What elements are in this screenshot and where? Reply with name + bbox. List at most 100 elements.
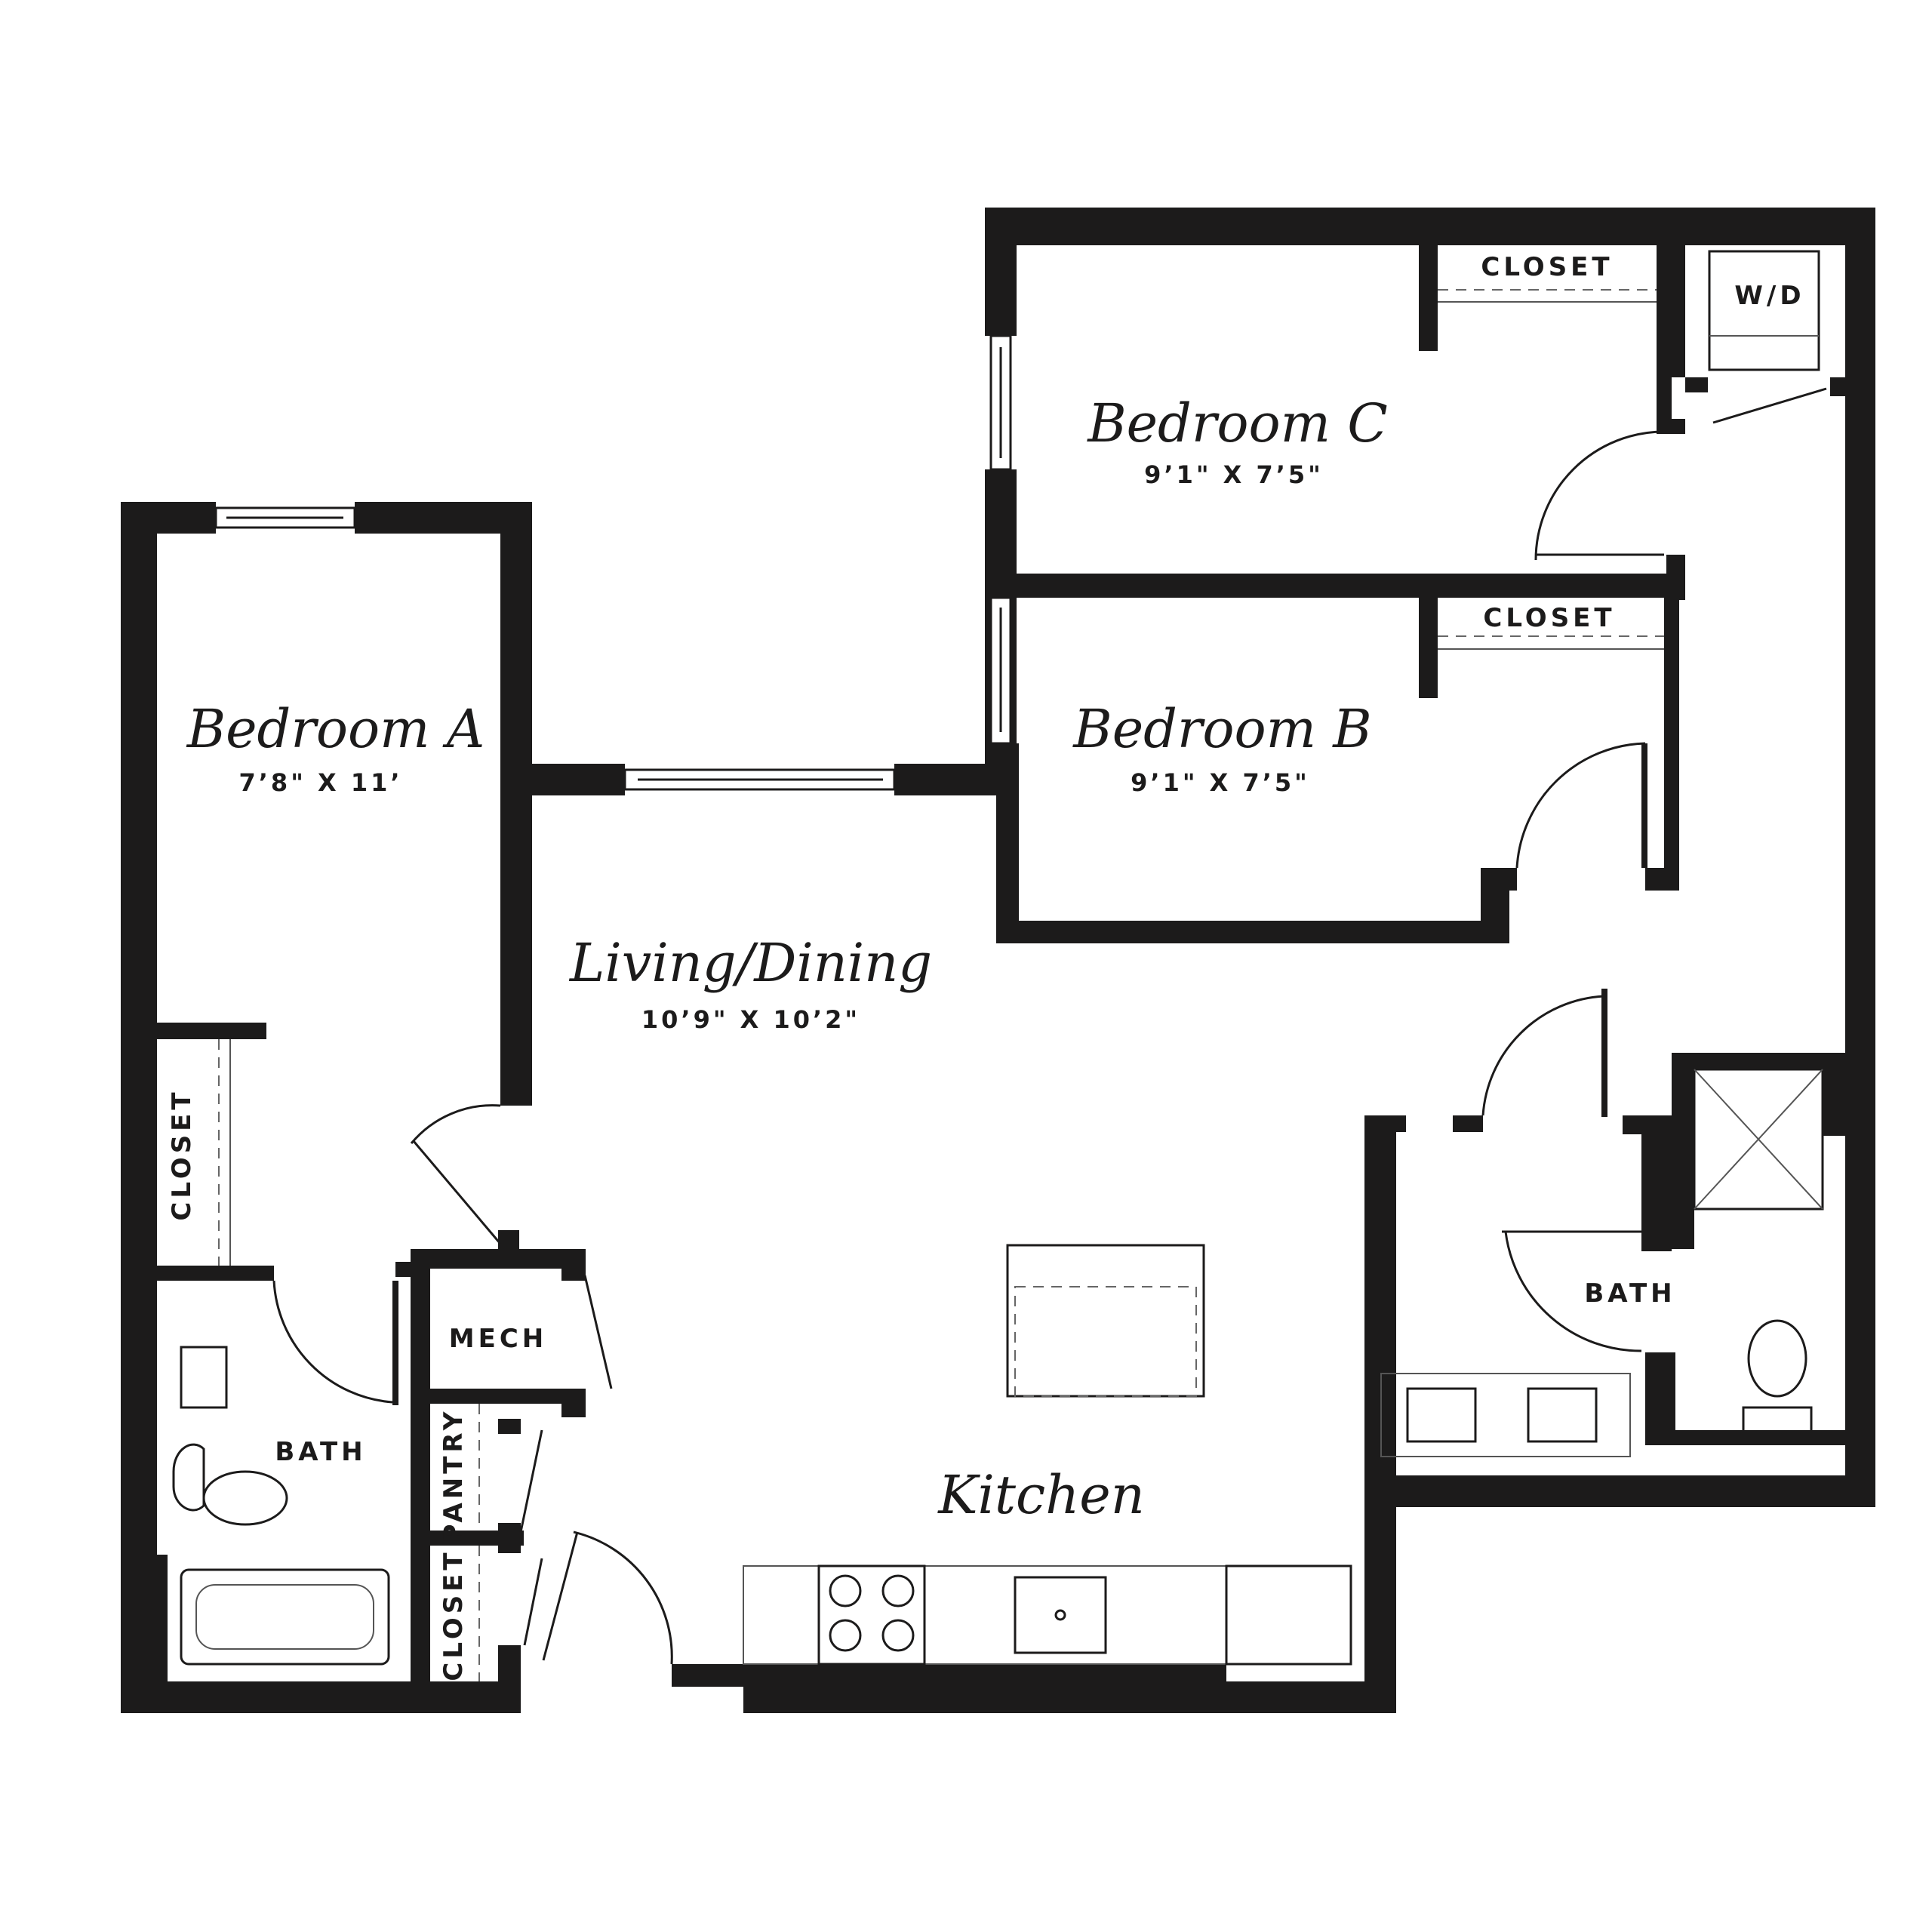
wall: [498, 1230, 519, 1251]
burner: [829, 1619, 862, 1652]
small-labels: CLOSET W/D CLOSET CLOSET MECH PANTRY CLO…: [167, 252, 1801, 1681]
wall: [498, 1645, 521, 1713]
wall: [395, 1262, 415, 1277]
door-leaf: [1641, 743, 1647, 868]
label-closet-entry: CLOSET: [438, 1549, 469, 1681]
vanity-sink: [180, 1346, 228, 1409]
windows: [214, 334, 1012, 791]
wall: [996, 921, 1509, 943]
door-leaf: [523, 1558, 543, 1646]
door-leaf: [392, 1281, 398, 1405]
door-swing: [1504, 1231, 1642, 1352]
wall: [1672, 1053, 1694, 1249]
door-leaf: [583, 1275, 613, 1389]
burner: [829, 1574, 862, 1607]
wall: [121, 502, 157, 1713]
wall: [500, 502, 532, 1106]
door-leaf: [1601, 989, 1607, 1117]
room-dim-living: 10’9" X 10’2": [641, 1005, 860, 1034]
shower: [1693, 1068, 1824, 1211]
burner: [881, 1619, 915, 1652]
room-dim-bedroom-b: 9’1" X 7’5": [1131, 768, 1310, 797]
wall: [157, 1023, 266, 1039]
washer-dryer: [1708, 250, 1820, 371]
shower-diagonal: [1694, 1069, 1823, 1210]
wall: [985, 208, 1017, 336]
doors: [272, 387, 1827, 1665]
wall: [121, 1681, 521, 1713]
wall: [1685, 377, 1708, 392]
kitchen-island: [1006, 1244, 1205, 1398]
door-leaf: [1712, 387, 1827, 424]
wall: [411, 1531, 524, 1546]
wall: [157, 1266, 274, 1281]
wall: [1641, 1115, 1672, 1251]
room-name-bedroom-b: Bedroom B: [1072, 698, 1372, 760]
kitchen-island-overhang: [1014, 1286, 1197, 1397]
door-swing: [1515, 742, 1646, 869]
room-name-living: Living/Dining: [568, 932, 932, 994]
wall: [411, 1249, 430, 1702]
room-labels: Bedroom A 7’8" X 11’ Bedroom C 9’1" X 7’…: [186, 392, 1388, 1526]
bathtub: [180, 1568, 390, 1666]
wall: [1823, 1053, 1845, 1136]
wall: [561, 1389, 586, 1417]
room-name-kitchen: Kitchen: [937, 1464, 1145, 1526]
bathtub-basin: [195, 1584, 374, 1650]
door-leaf: [412, 1140, 502, 1244]
label-pantry: PANTRY: [438, 1408, 469, 1543]
wall: [672, 1664, 743, 1687]
toilet-bowl: [202, 1470, 288, 1526]
wall: [1830, 377, 1845, 396]
room-name-bedroom-a: Bedroom A: [186, 698, 485, 760]
label-bath-main: BATH: [1584, 1278, 1675, 1309]
wall: [561, 1249, 586, 1281]
wall: [1645, 868, 1679, 891]
label-bath-a: BATH: [275, 1437, 366, 1467]
door-swing: [410, 1104, 501, 1144]
toilet-tank: [1742, 1406, 1813, 1439]
wall: [1845, 208, 1875, 1507]
room-dim-bedroom-c: 9’1" X 7’5": [1144, 460, 1324, 489]
vanity-counter: [1380, 1373, 1631, 1457]
door-leaf: [542, 1531, 579, 1661]
wall: [1453, 1115, 1483, 1132]
kitchen-sink: [1014, 1576, 1107, 1654]
label-closet-a: CLOSET: [167, 1088, 197, 1220]
wall: [500, 764, 625, 795]
wall: [498, 1523, 521, 1553]
wall: [1419, 596, 1438, 698]
wall: [1481, 868, 1517, 891]
door-swing: [1534, 430, 1665, 561]
wall: [985, 208, 1875, 245]
wall: [1666, 555, 1685, 600]
stove: [817, 1564, 926, 1666]
label-closet-c: CLOSET: [1481, 252, 1613, 282]
refrigerator: [1225, 1564, 1352, 1666]
wall: [1419, 245, 1438, 351]
room-dim-bedroom-a: 7’8" X 11’: [239, 768, 403, 797]
door-swing: [573, 1531, 673, 1665]
wall: [1645, 1352, 1675, 1443]
wall: [1664, 419, 1685, 434]
vanity-sink: [1406, 1387, 1477, 1443]
room-name-bedroom-c: Bedroom C: [1086, 392, 1388, 454]
toilet-bowl: [1747, 1319, 1807, 1398]
wall: [985, 574, 1675, 598]
door-leaf: [519, 1429, 543, 1533]
sink-drain: [1054, 1609, 1066, 1621]
burner: [881, 1574, 915, 1607]
wall: [498, 1419, 521, 1434]
wall: [996, 743, 1019, 943]
wall: [411, 1389, 586, 1404]
door-swing: [272, 1280, 393, 1404]
wall: [1672, 1053, 1845, 1069]
toilet: [172, 1443, 205, 1512]
wall: [411, 1249, 586, 1269]
fixtures: [172, 250, 1824, 1666]
wall: [1364, 1115, 1406, 1132]
wall: [743, 1664, 1226, 1713]
kitchen-counter: [743, 1565, 1227, 1665]
vanity-sink: [1527, 1387, 1598, 1443]
